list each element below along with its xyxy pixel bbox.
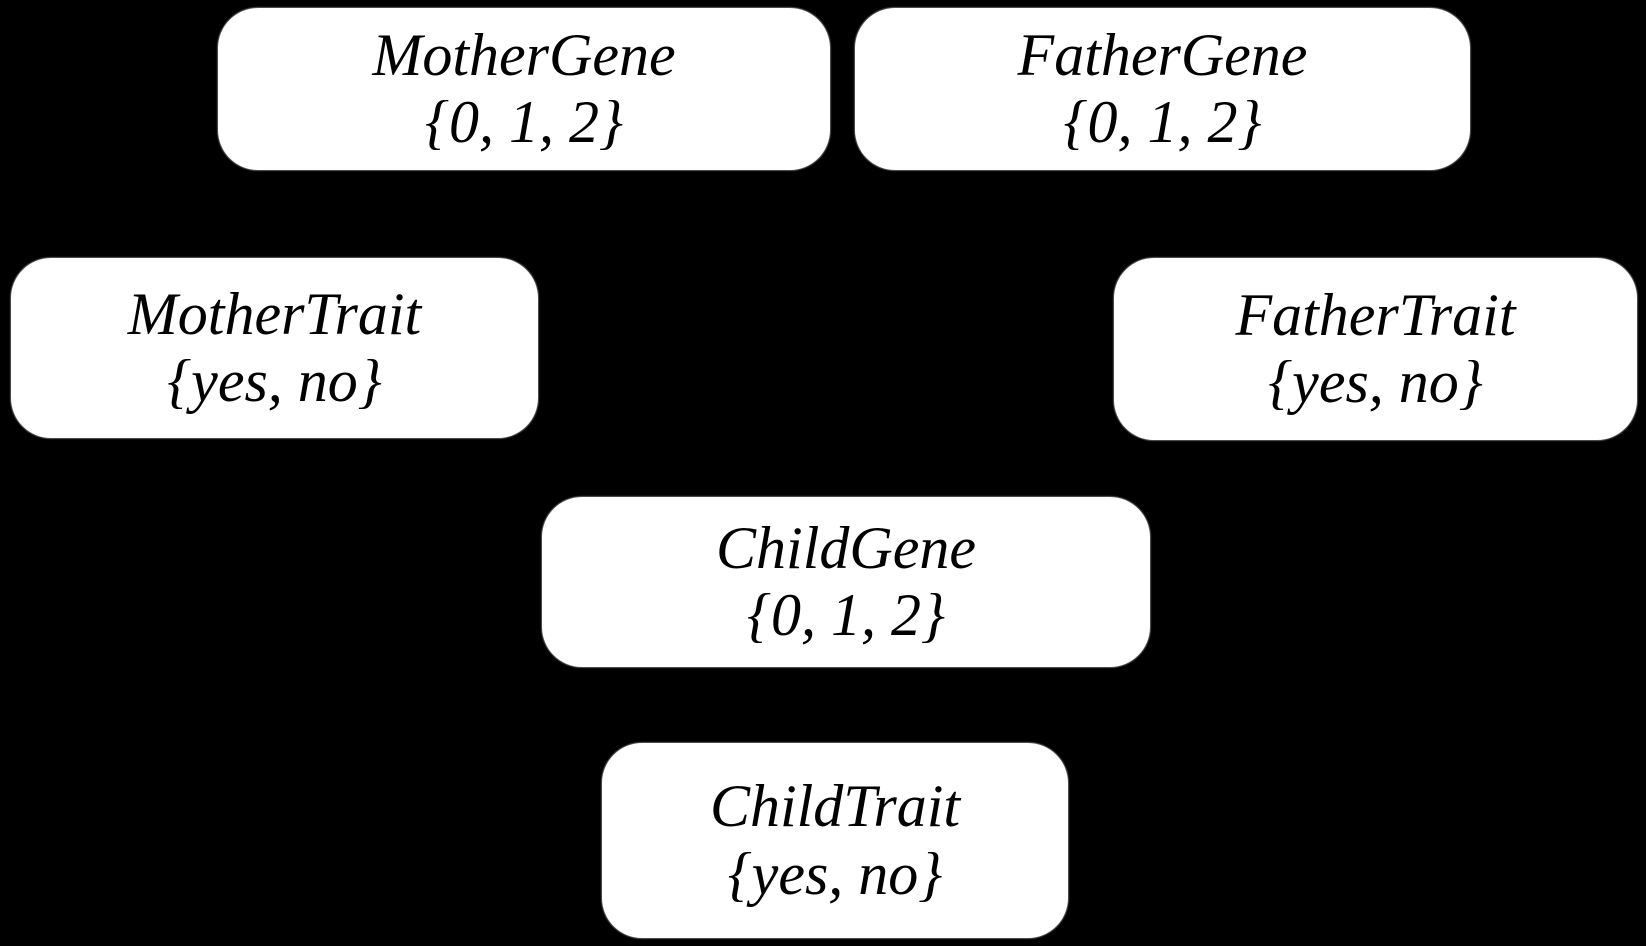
node-father-trait-states: {yes, no} — [1268, 349, 1483, 415]
node-father-trait: FatherTrait {yes, no} — [1114, 258, 1637, 440]
node-mother-trait-states: {yes, no} — [167, 348, 382, 414]
node-child-gene-label: ChildGene — [716, 514, 976, 581]
node-mother-trait: MotherTrait {yes, no} — [11, 258, 538, 438]
node-father-trait-label: FatherTrait — [1235, 281, 1516, 348]
node-father-gene: FatherGene {0, 1, 2} — [855, 8, 1470, 170]
node-mother-gene: MotherGene {0, 1, 2} — [218, 8, 830, 170]
node-father-gene-states: {0, 1, 2} — [1063, 89, 1262, 155]
node-child-trait-states: {yes, no} — [727, 840, 943, 907]
node-mother-gene-label: MotherGene — [372, 21, 676, 88]
node-child-trait-label: ChildTrait — [709, 773, 961, 840]
node-child-trait: ChildTrait {yes, no} — [602, 743, 1068, 938]
node-mother-trait-label: MotherTrait — [127, 280, 422, 347]
node-mother-gene-states: {0, 1, 2} — [425, 89, 623, 155]
node-child-gene: ChildGene {0, 1, 2} — [542, 497, 1150, 667]
node-child-gene-states: {0, 1, 2} — [747, 582, 945, 648]
node-father-gene-label: FatherGene — [1017, 21, 1308, 88]
